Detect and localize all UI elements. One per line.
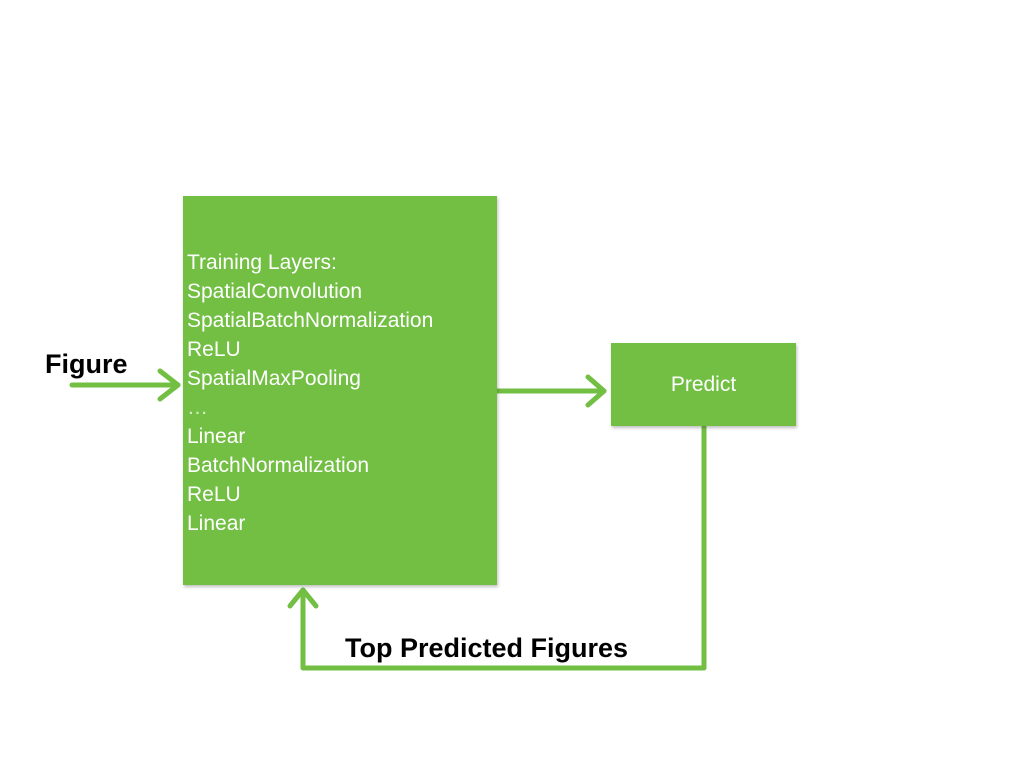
- training-layer-line: …: [187, 396, 208, 419]
- input-label: Figure: [45, 349, 128, 379]
- training-layer-line: ReLU: [187, 338, 241, 361]
- feedback-loop-arrow: [287, 424, 707, 671]
- training-layer-line: SpatialBatchNormalization: [187, 309, 434, 332]
- training-layer-line: SpatialMaxPooling: [187, 367, 361, 390]
- training-layer-line: BatchNormalization: [187, 454, 370, 477]
- input-arrow: [69, 368, 181, 402]
- training-layers-box: Training Layers: SpatialConvolution Spat…: [183, 196, 497, 585]
- training-layer-line: ReLU: [187, 483, 241, 506]
- training-layer-line: Linear: [187, 512, 246, 535]
- predict-box: Predict: [611, 343, 796, 426]
- training-layer-line: Training Layers:: [187, 251, 337, 274]
- training-to-predict-arrow: [495, 374, 607, 408]
- predict-label: Predict: [670, 372, 737, 396]
- training-layer-line: Linear: [187, 425, 246, 448]
- feedback-label: Top Predicted Figures: [345, 633, 629, 663]
- training-layer-line: SpatialConvolution: [187, 280, 363, 303]
